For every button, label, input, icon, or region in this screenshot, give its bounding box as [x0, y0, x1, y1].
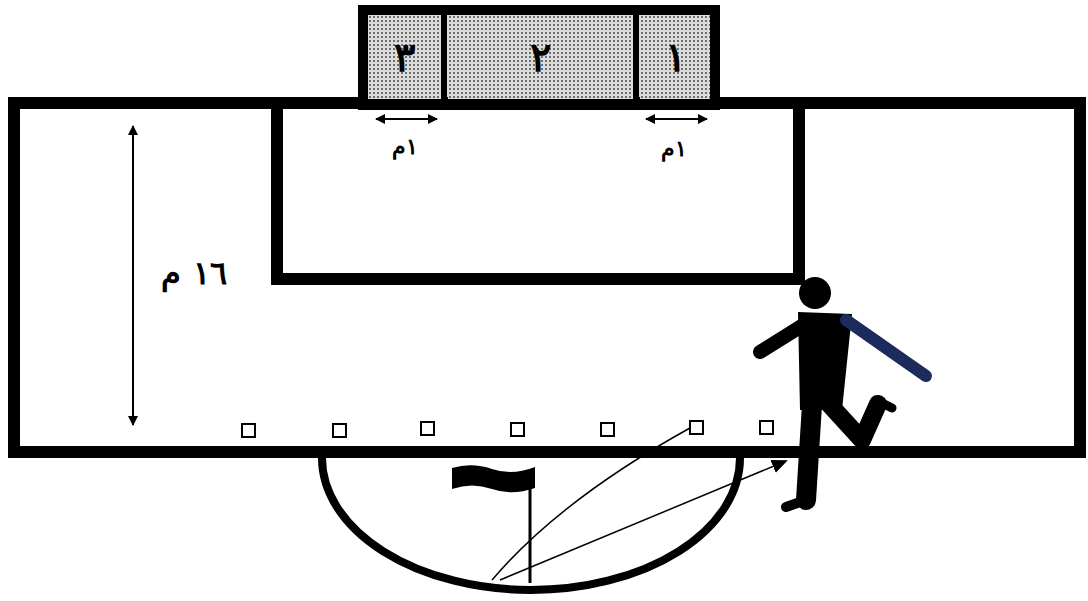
- dimension-arrow: [646, 118, 707, 120]
- marker-squares: [242, 421, 773, 437]
- dimension-arrow: [132, 126, 134, 425]
- goal-divider: [441, 10, 447, 100]
- run-line: [492, 428, 690, 580]
- zone-number: ٣: [394, 37, 415, 77]
- pass-arrow: [500, 461, 786, 580]
- dimension-label: ١م: [658, 136, 690, 160]
- zone-number: ١: [665, 37, 686, 77]
- flag: [452, 465, 535, 492]
- goal-zone: ٢: [448, 15, 633, 99]
- goal-zone: ١: [640, 15, 710, 99]
- penalty-area: [14, 103, 1080, 452]
- goal-frame: [363, 10, 715, 105]
- dimension-arrow: [376, 118, 437, 120]
- dimension-label: ١٦ م: [158, 256, 229, 291]
- player-silhouette: [760, 277, 926, 507]
- goal-zone: ٣: [368, 15, 441, 99]
- penalty-arc: [322, 458, 740, 590]
- goal-divider: [633, 10, 639, 100]
- dimension-label: ١م: [389, 134, 421, 158]
- zone-number: ٢: [530, 37, 551, 77]
- goal-area: [277, 103, 799, 279]
